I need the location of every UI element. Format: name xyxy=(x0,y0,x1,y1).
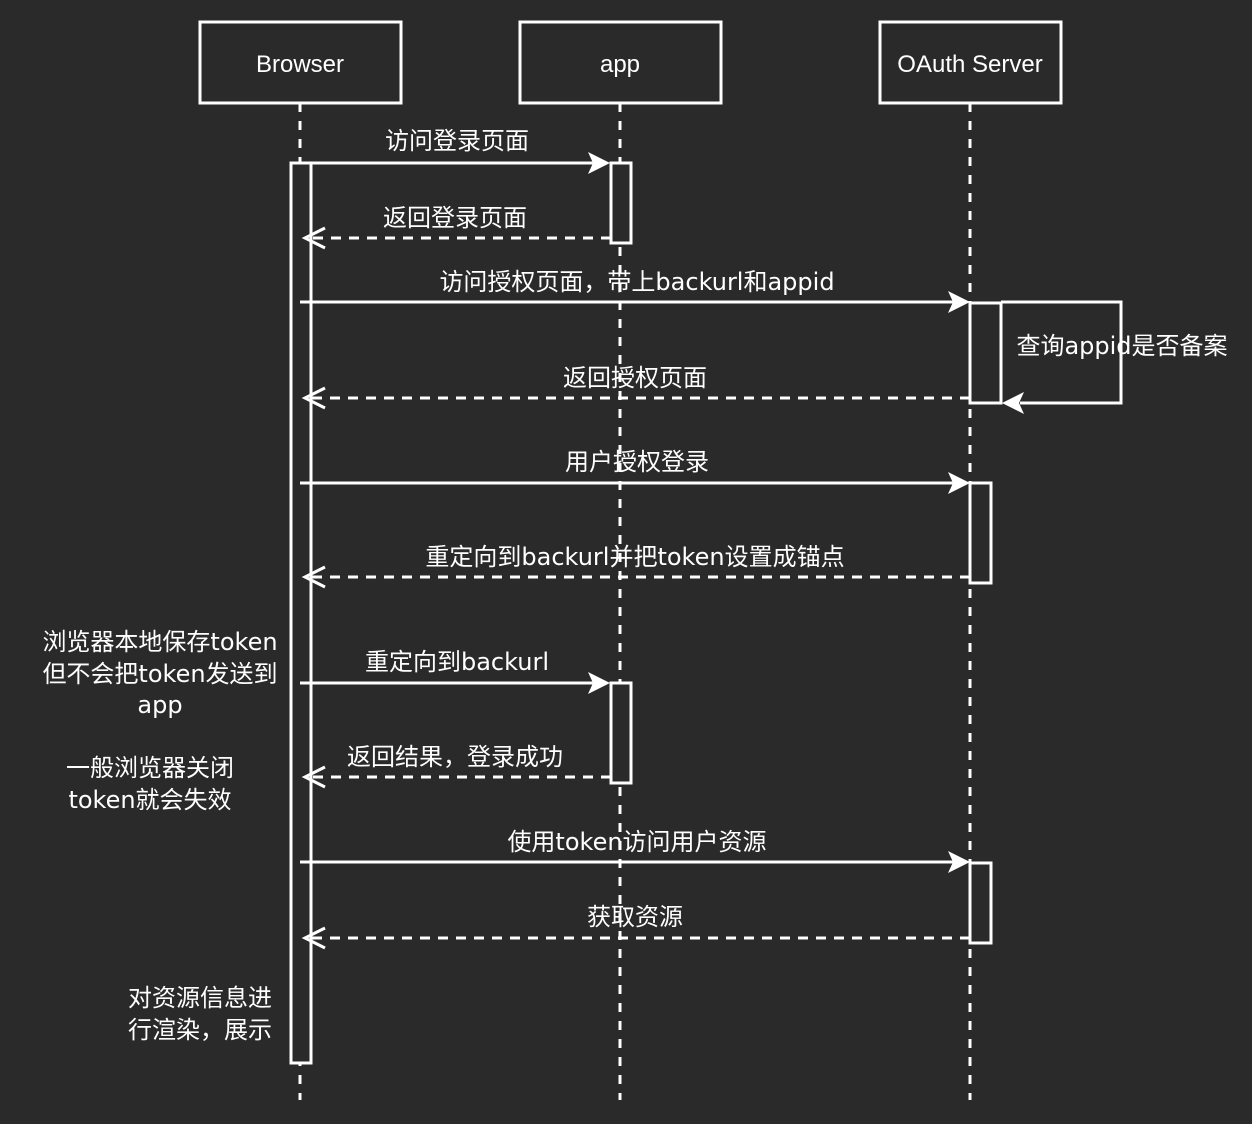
note-line: app xyxy=(137,691,182,719)
activation-bar xyxy=(609,681,633,785)
note-render-resource: 对资源信息进 行渲染，展示 xyxy=(128,984,272,1044)
activation-bar xyxy=(968,861,993,945)
note-line: 浏览器本地保存token xyxy=(42,628,277,656)
message-return-result: 返回结果，登录成功 xyxy=(301,743,611,789)
message-visit-login-page: 访问登录页面 xyxy=(300,127,610,174)
activation-bar xyxy=(289,161,313,1065)
note-line: token就会失效 xyxy=(68,786,231,814)
participant-oauth-server-label: OAuth Server xyxy=(897,51,1042,78)
message-return-auth-page: 返回授权页面 xyxy=(301,364,970,410)
note-browser-save-token: 浏览器本地保存token 但不会把token发送到 app xyxy=(42,628,277,719)
note-token-expires: 一般浏览器关闭 token就会失效 xyxy=(66,754,234,814)
message-label: 访问授权页面，带上backurl和appid xyxy=(439,268,834,296)
self-message-label: 查询appid是否备案 xyxy=(1016,332,1227,360)
activation-bar xyxy=(609,161,633,245)
participant-app-label: app xyxy=(600,51,640,78)
message-redirect-to-backurl: 重定向到backurl xyxy=(300,648,610,694)
message-visit-auth-page: 访问授权页面，带上backurl和appid xyxy=(300,268,970,313)
message-access-user-resource: 使用token访问用户资源 xyxy=(300,828,970,873)
message-label: 访问登录页面 xyxy=(385,127,529,155)
note-line: 一般浏览器关闭 xyxy=(66,754,234,782)
participant-oauth-server: OAuth Server xyxy=(878,20,1063,105)
note-line: 对资源信息进 xyxy=(128,984,272,1012)
message-label: 返回结果，登录成功 xyxy=(347,743,563,771)
message-label: 返回授权页面 xyxy=(563,364,707,392)
note-line: 行渲染，展示 xyxy=(128,1016,272,1044)
message-get-resource: 获取资源 xyxy=(301,903,970,950)
message-return-login-page: 返回登录页面 xyxy=(301,204,611,250)
message-label: 返回登录页面 xyxy=(383,204,527,232)
message-label: 获取资源 xyxy=(587,903,683,931)
self-message-check-appid: 查询appid是否备案 xyxy=(1001,300,1228,414)
message-redirect-with-token: 重定向到backurl并把token设置成锚点 xyxy=(301,543,970,589)
participant-browser: Browser xyxy=(198,20,403,105)
message-label: 重定向到backurl并把token设置成锚点 xyxy=(425,543,844,571)
message-label: 使用token访问用户资源 xyxy=(507,828,766,856)
message-label: 重定向到backurl xyxy=(365,648,549,676)
message-label: 用户授权登录 xyxy=(565,448,709,476)
participant-app: app xyxy=(518,20,723,105)
activation-bar xyxy=(968,301,1003,405)
message-user-authorize-login: 用户授权登录 xyxy=(300,448,970,494)
participant-browser-label: Browser xyxy=(256,51,344,78)
note-line: 但不会把token发送到 xyxy=(42,660,277,688)
activation-bar xyxy=(968,481,993,585)
